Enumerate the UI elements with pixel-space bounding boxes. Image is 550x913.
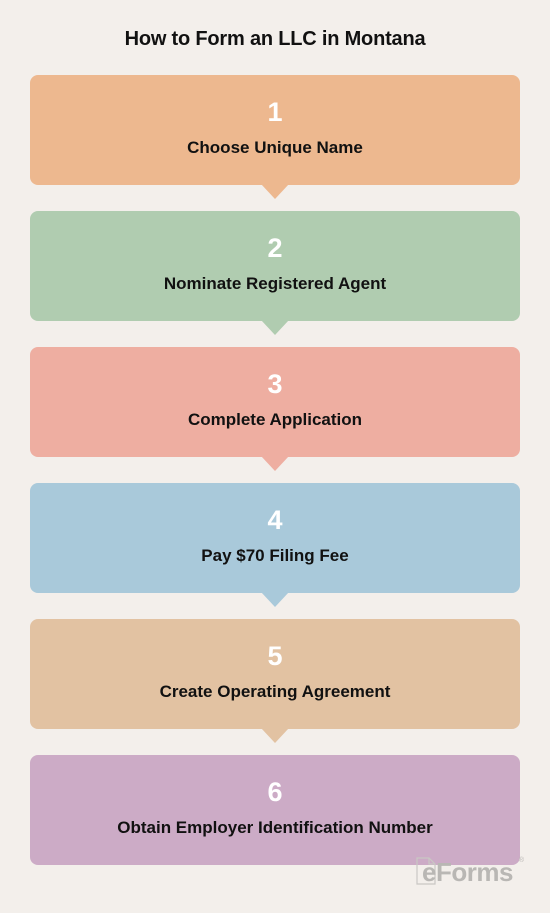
step-card-6: 6 Obtain Employer Identification Number	[30, 755, 520, 865]
step-number: 4	[267, 505, 283, 535]
down-arrow-icon	[261, 728, 289, 743]
step-label: Create Operating Agreement	[159, 682, 391, 701]
page-title: How to Form an LLC in Montana	[124, 28, 426, 50]
down-arrow-icon	[261, 456, 289, 471]
step-number: 6	[267, 777, 283, 807]
registered-mark: ®	[518, 857, 524, 864]
step-number: 5	[267, 641, 283, 671]
step-label: Pay $70 Filing Fee	[201, 546, 349, 565]
step-label: Complete Application	[187, 410, 363, 429]
step-number: 1	[267, 97, 283, 127]
step-card-4: 4 Pay $70 Filing Fee	[30, 483, 520, 607]
step-number: 2	[267, 233, 283, 263]
step-label: Obtain Employer Identification Number	[117, 818, 433, 837]
step-label: Nominate Registered Agent	[163, 274, 387, 293]
step-card-3: 3 Complete Application	[30, 347, 520, 471]
step-card-2: 2 Nominate Registered Agent	[30, 211, 520, 335]
down-arrow-icon	[261, 592, 289, 607]
down-arrow-icon	[261, 184, 289, 199]
eforms-logo: eForms ®	[416, 855, 526, 891]
step-card-1: 1 Choose Unique Name	[30, 75, 520, 199]
logo-text: eForms	[422, 857, 513, 887]
steps-flow: 1 Choose Unique Name 2 Nominate Register…	[30, 75, 520, 865]
step-number: 3	[267, 369, 283, 399]
document-icon	[416, 857, 436, 885]
down-arrow-icon	[261, 320, 289, 335]
step-card-5: 5 Create Operating Agreement	[30, 619, 520, 743]
step-label: Choose Unique Name	[187, 138, 363, 157]
